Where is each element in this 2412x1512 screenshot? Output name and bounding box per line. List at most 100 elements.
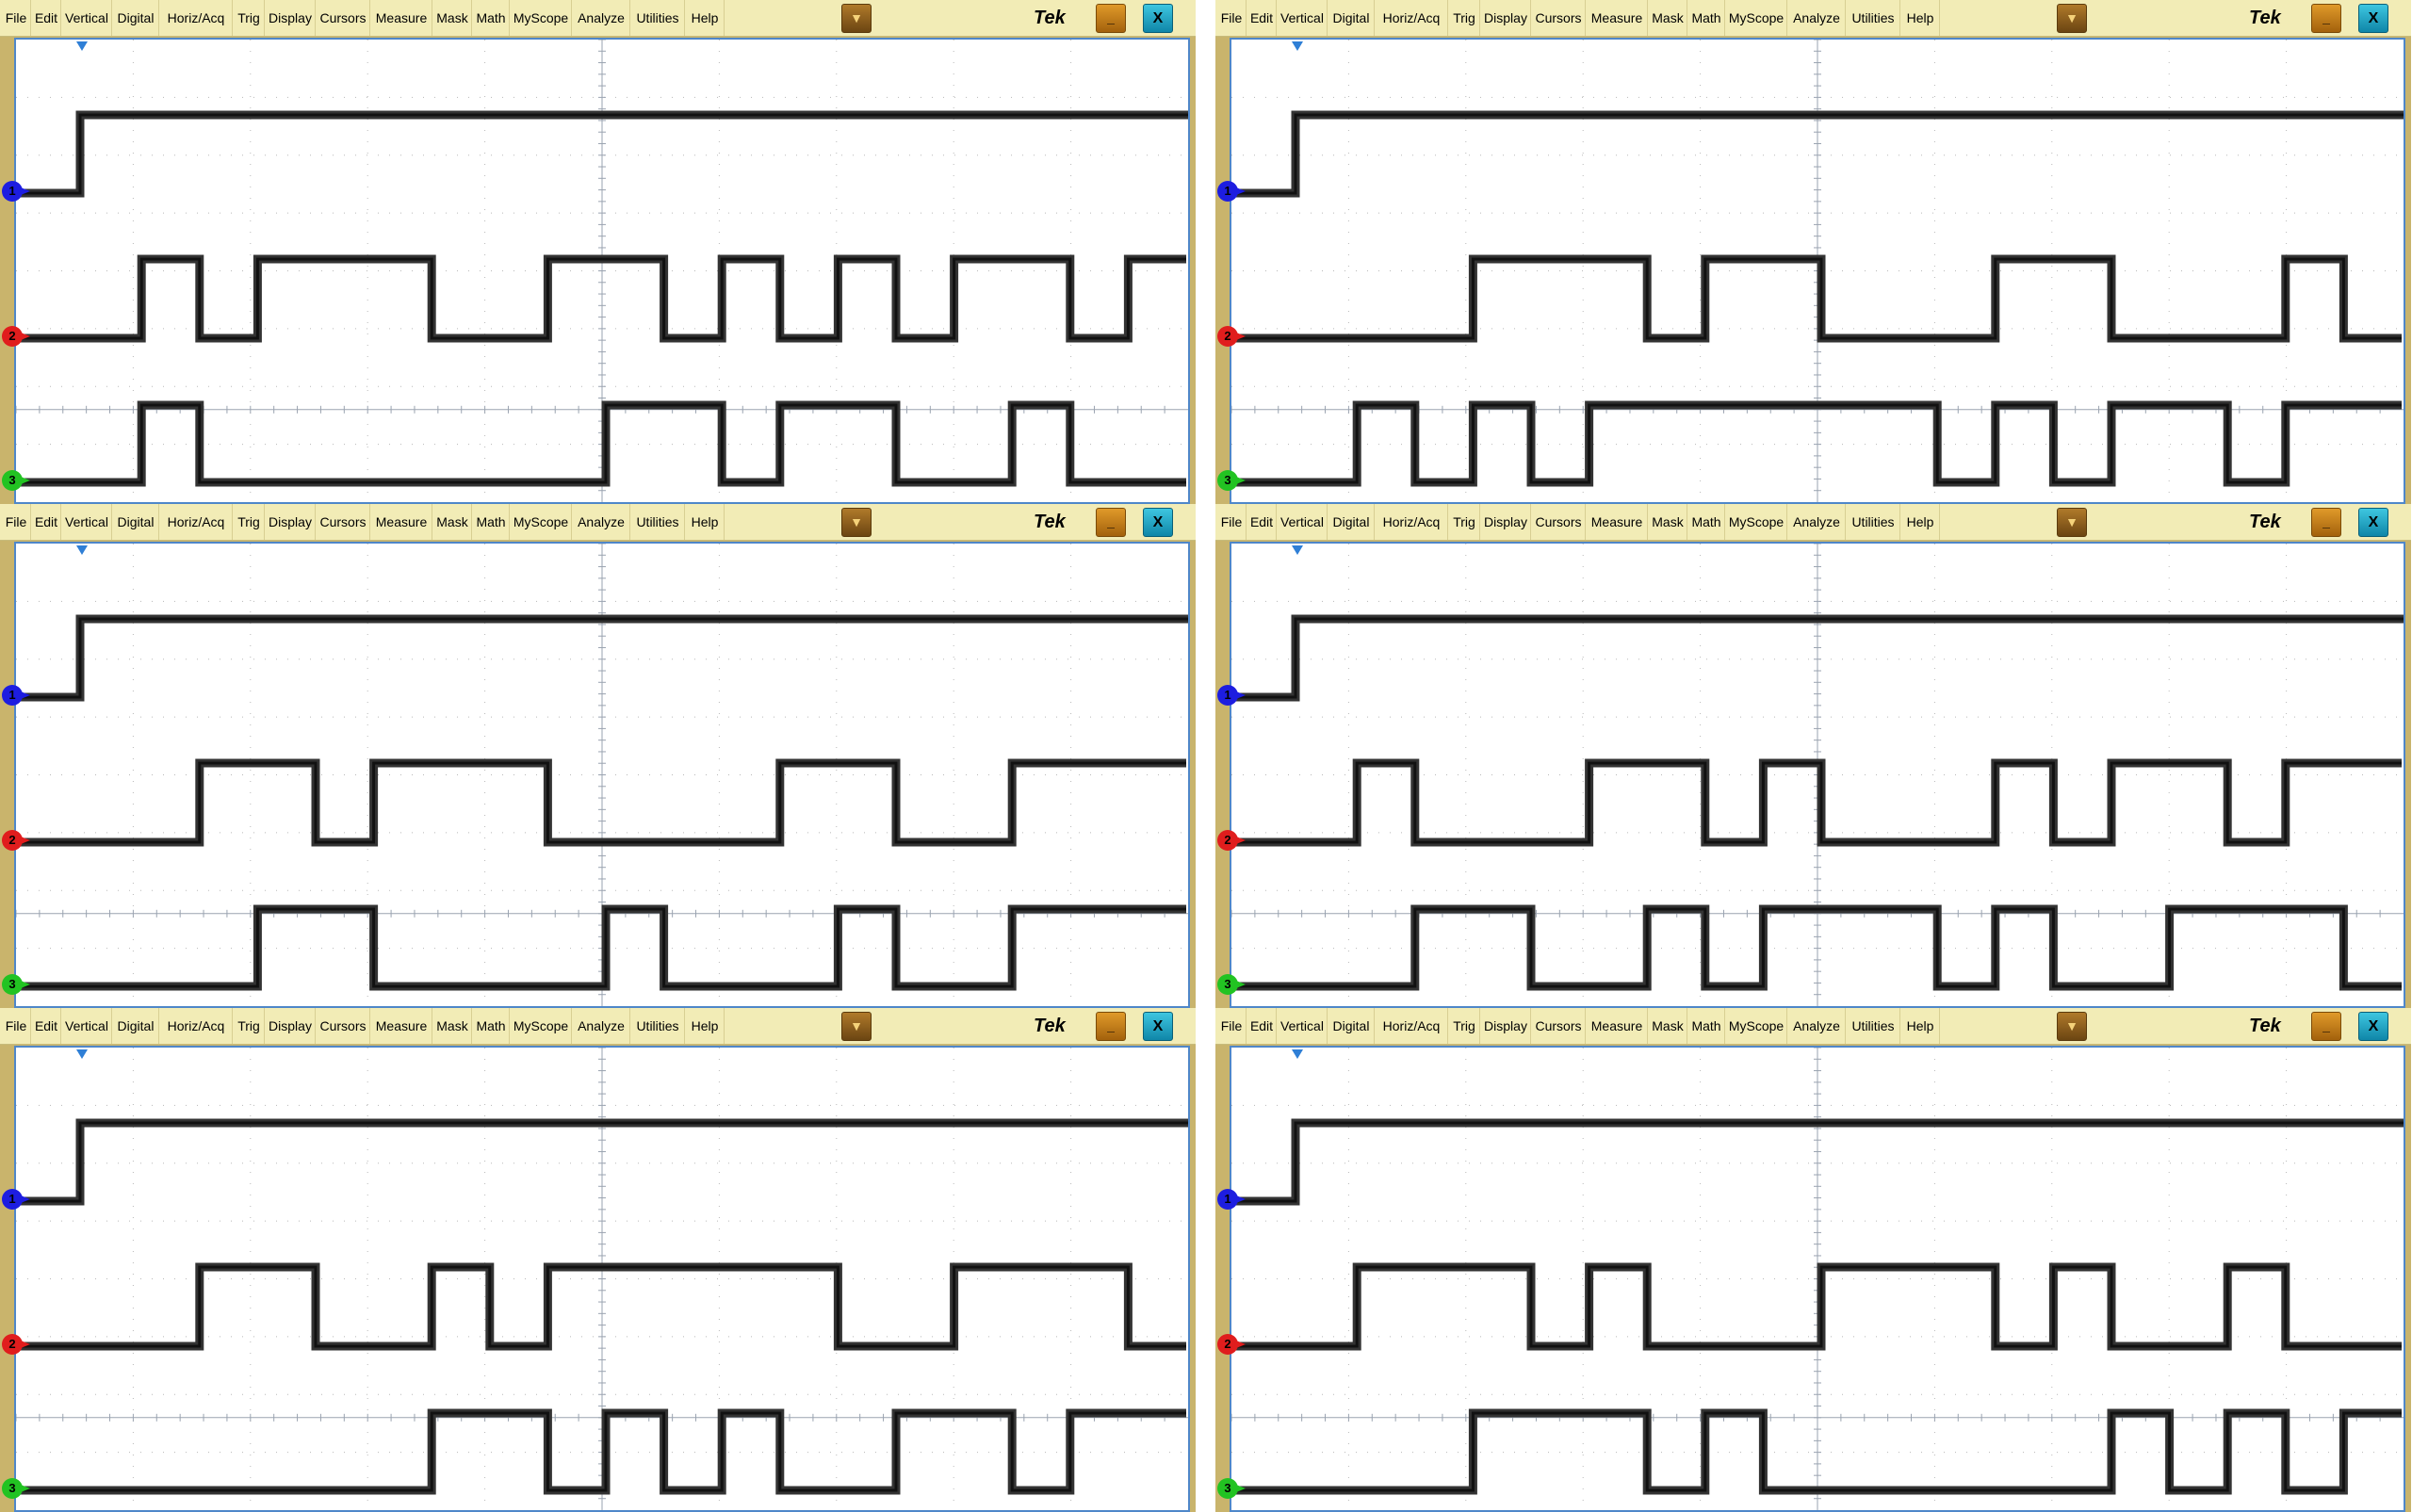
menu-dropdown-button[interactable]: ▼ xyxy=(2057,1012,2087,1041)
menu-display[interactable]: Display xyxy=(1481,1008,1531,1044)
trigger-marker-icon[interactable] xyxy=(1292,545,1303,555)
minimize-button[interactable]: _ xyxy=(1096,4,1126,33)
menu-trig[interactable]: Trig xyxy=(1449,1008,1480,1044)
channel-1-marker[interactable]: 1 xyxy=(2,1189,30,1210)
channel-1-marker[interactable]: 1 xyxy=(2,685,30,706)
menu-horiz-acq[interactable]: Horiz/Acq xyxy=(160,1008,233,1044)
menu-vertical[interactable]: Vertical xyxy=(62,1008,112,1044)
menu-horiz-acq[interactable]: Horiz/Acq xyxy=(1376,0,1448,36)
minimize-button[interactable]: _ xyxy=(2311,4,2341,33)
menu-help[interactable]: Help xyxy=(1901,0,1940,36)
menu-measure[interactable]: Measure xyxy=(371,1008,432,1044)
menu-vertical[interactable]: Vertical xyxy=(1278,504,1328,540)
menu-mask[interactable]: Mask xyxy=(433,1008,472,1044)
channel-2-marker[interactable]: 2 xyxy=(1217,1334,1246,1355)
menu-help[interactable]: Help xyxy=(686,504,725,540)
channel-1-marker[interactable]: 1 xyxy=(1217,685,1246,706)
menu-mask[interactable]: Mask xyxy=(1649,0,1687,36)
channel-3-marker[interactable]: 3 xyxy=(1217,470,1246,491)
menu-myscope[interactable]: MyScope xyxy=(511,504,572,540)
channel-2-marker[interactable]: 2 xyxy=(1217,830,1246,851)
menu-display[interactable]: Display xyxy=(1481,0,1531,36)
menu-digital[interactable]: Digital xyxy=(1328,0,1375,36)
menu-math[interactable]: Math xyxy=(1688,0,1725,36)
menu-horiz-acq[interactable]: Horiz/Acq xyxy=(160,504,233,540)
channel-3-marker[interactable]: 3 xyxy=(2,1478,30,1499)
menu-file[interactable]: File xyxy=(1217,0,1247,36)
menu-help[interactable]: Help xyxy=(686,1008,725,1044)
channel-2-marker[interactable]: 2 xyxy=(1217,326,1246,347)
menu-measure[interactable]: Measure xyxy=(371,504,432,540)
menu-myscope[interactable]: MyScope xyxy=(1726,504,1787,540)
menu-display[interactable]: Display xyxy=(266,504,316,540)
trigger-marker-icon[interactable] xyxy=(76,41,88,51)
menu-measure[interactable]: Measure xyxy=(1587,0,1648,36)
menu-horiz-acq[interactable]: Horiz/Acq xyxy=(1376,1008,1448,1044)
menu-measure[interactable]: Measure xyxy=(371,0,432,36)
menu-trig[interactable]: Trig xyxy=(234,1008,265,1044)
menu-dropdown-button[interactable]: ▼ xyxy=(2057,4,2087,33)
menu-edit[interactable]: Edit xyxy=(1247,0,1277,36)
channel-1-marker[interactable]: 1 xyxy=(2,181,30,202)
channel-3-marker[interactable]: 3 xyxy=(1217,974,1246,995)
menu-utilities[interactable]: Utilities xyxy=(1847,504,1900,540)
menu-measure[interactable]: Measure xyxy=(1587,504,1648,540)
close-button[interactable]: X xyxy=(1143,1012,1173,1041)
menu-myscope[interactable]: MyScope xyxy=(1726,1008,1787,1044)
minimize-button[interactable]: _ xyxy=(2311,1012,2341,1041)
menu-edit[interactable]: Edit xyxy=(1247,504,1277,540)
menu-trig[interactable]: Trig xyxy=(234,0,265,36)
menu-vertical[interactable]: Vertical xyxy=(1278,0,1328,36)
menu-cursors[interactable]: Cursors xyxy=(1532,1008,1586,1044)
close-button[interactable]: X xyxy=(2358,4,2388,33)
menu-myscope[interactable]: MyScope xyxy=(1726,0,1787,36)
menu-utilities[interactable]: Utilities xyxy=(631,1008,685,1044)
menu-help[interactable]: Help xyxy=(1901,1008,1940,1044)
menu-file[interactable]: File xyxy=(2,1008,31,1044)
menu-utilities[interactable]: Utilities xyxy=(1847,0,1900,36)
menu-utilities[interactable]: Utilities xyxy=(1847,1008,1900,1044)
menu-digital[interactable]: Digital xyxy=(113,504,159,540)
menu-horiz-acq[interactable]: Horiz/Acq xyxy=(1376,504,1448,540)
minimize-button[interactable]: _ xyxy=(1096,508,1126,537)
menu-trig[interactable]: Trig xyxy=(1449,0,1480,36)
menu-math[interactable]: Math xyxy=(473,0,510,36)
menu-math[interactable]: Math xyxy=(473,504,510,540)
menu-cursors[interactable]: Cursors xyxy=(317,504,370,540)
menu-mask[interactable]: Mask xyxy=(433,0,472,36)
menu-vertical[interactable]: Vertical xyxy=(62,0,112,36)
menu-digital[interactable]: Digital xyxy=(1328,1008,1375,1044)
channel-3-marker[interactable]: 3 xyxy=(2,974,30,995)
menu-myscope[interactable]: MyScope xyxy=(511,0,572,36)
menu-analyze[interactable]: Analyze xyxy=(573,504,630,540)
menu-help[interactable]: Help xyxy=(686,0,725,36)
menu-measure[interactable]: Measure xyxy=(1587,1008,1648,1044)
menu-file[interactable]: File xyxy=(1217,504,1247,540)
trigger-marker-icon[interactable] xyxy=(1292,41,1303,51)
menu-mask[interactable]: Mask xyxy=(433,504,472,540)
menu-analyze[interactable]: Analyze xyxy=(1788,0,1846,36)
menu-digital[interactable]: Digital xyxy=(113,1008,159,1044)
close-button[interactable]: X xyxy=(2358,1012,2388,1041)
menu-file[interactable]: File xyxy=(2,504,31,540)
menu-cursors[interactable]: Cursors xyxy=(317,0,370,36)
channel-2-marker[interactable]: 2 xyxy=(2,326,30,347)
close-button[interactable]: X xyxy=(1143,4,1173,33)
menu-edit[interactable]: Edit xyxy=(32,1008,61,1044)
menu-trig[interactable]: Trig xyxy=(1449,504,1480,540)
menu-cursors[interactable]: Cursors xyxy=(1532,0,1586,36)
menu-dropdown-button[interactable]: ▼ xyxy=(2057,508,2087,537)
menu-analyze[interactable]: Analyze xyxy=(573,0,630,36)
channel-2-marker[interactable]: 2 xyxy=(2,830,30,851)
menu-math[interactable]: Math xyxy=(1688,504,1725,540)
menu-vertical[interactable]: Vertical xyxy=(1278,1008,1328,1044)
menu-mask[interactable]: Mask xyxy=(1649,1008,1687,1044)
menu-file[interactable]: File xyxy=(1217,1008,1247,1044)
trigger-marker-icon[interactable] xyxy=(76,1049,88,1059)
menu-analyze[interactable]: Analyze xyxy=(573,1008,630,1044)
menu-edit[interactable]: Edit xyxy=(1247,1008,1277,1044)
menu-display[interactable]: Display xyxy=(266,0,316,36)
menu-digital[interactable]: Digital xyxy=(113,0,159,36)
menu-file[interactable]: File xyxy=(2,0,31,36)
channel-2-marker[interactable]: 2 xyxy=(2,1334,30,1355)
